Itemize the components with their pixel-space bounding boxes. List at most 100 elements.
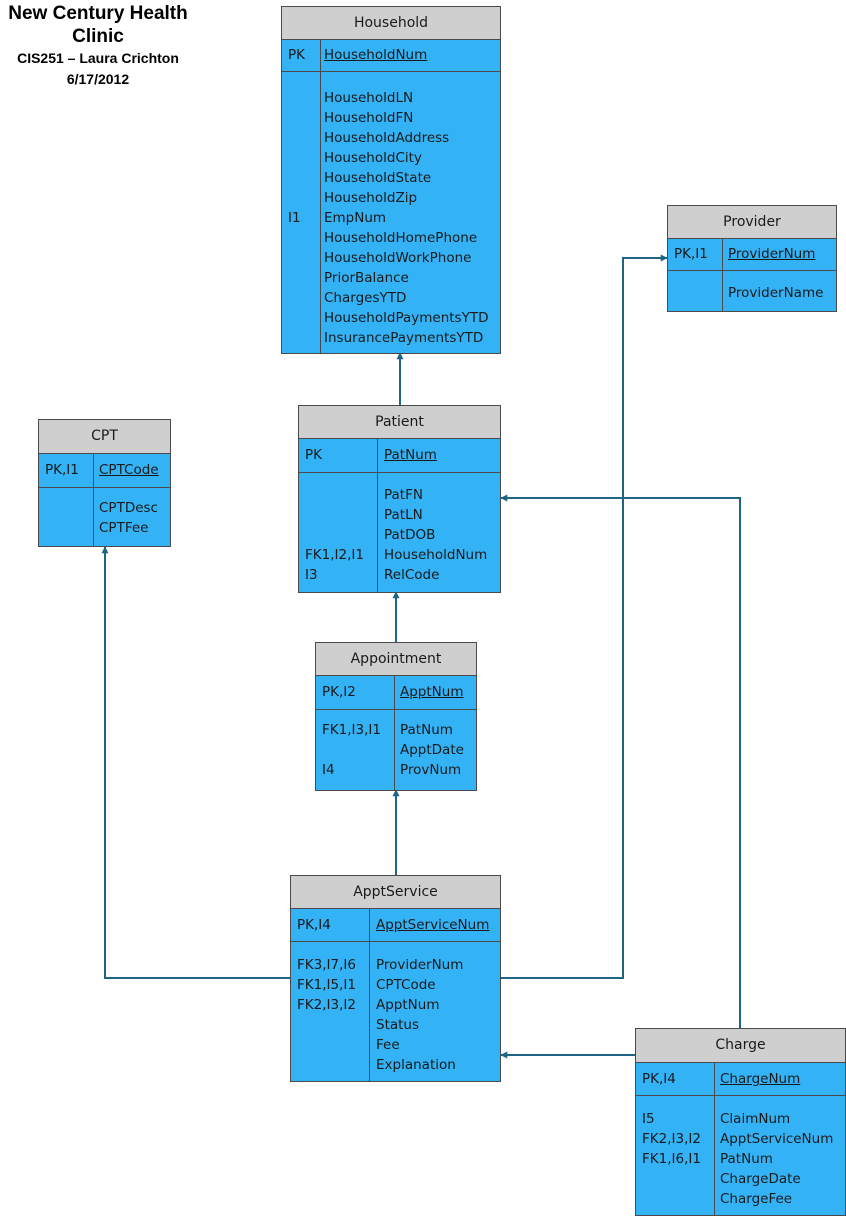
attribute: HouseholdHomePhone	[324, 230, 478, 246]
key-label	[288, 268, 301, 288]
key-column: I1	[288, 88, 301, 348]
key-label	[305, 485, 364, 505]
attribute-section: ProviderName	[668, 271, 836, 311]
column-divider	[320, 40, 321, 71]
attribute: HouseholdAddress	[324, 130, 450, 146]
attribute: PatNum	[720, 1151, 773, 1167]
attribute: Status	[376, 1017, 420, 1033]
attribute: HouseholdState	[324, 170, 432, 186]
key-label: FK1,I2,I1	[305, 547, 364, 563]
diagram-header: New Century Health Clinic CIS251 – Laura…	[0, 2, 196, 90]
key-label	[288, 308, 301, 328]
attribute: ApptNum	[376, 997, 440, 1013]
entity-title: ApptService	[291, 876, 500, 909]
column-divider	[369, 942, 370, 1081]
key-label: FK1,I5,I1	[297, 977, 356, 993]
pk-key-label: PK,I4	[297, 917, 331, 933]
attribute: ProviderNum	[376, 957, 464, 973]
entity-title: Charge	[636, 1029, 845, 1063]
attribute: ChargeFee	[720, 1191, 793, 1207]
key-label	[288, 228, 301, 248]
attribute: ChargesYTD	[324, 290, 407, 306]
pk-attribute: HouseholdNum	[324, 47, 428, 63]
attribute: InsurancePaymentsYTD	[324, 330, 484, 346]
attribute: CPTDesc	[99, 500, 158, 516]
key-label: I5	[642, 1111, 655, 1127]
attribute: HouseholdCity	[324, 150, 422, 166]
key-label: I3	[305, 567, 318, 583]
attribute: HouseholdFN	[324, 110, 414, 126]
column-divider	[93, 454, 94, 487]
key-label	[305, 525, 364, 545]
subtitle: CIS251 – Laura Crichton	[17, 50, 179, 66]
primary-key-section: PK,I1 CPTCode	[39, 454, 170, 488]
attribute: ApptServiceNum	[720, 1131, 834, 1147]
attribute: HouseholdZip	[324, 190, 418, 206]
entity-title: CPT	[39, 420, 170, 454]
column-divider	[394, 676, 395, 709]
key-label: I1	[288, 210, 301, 226]
key-label	[297, 1015, 356, 1035]
link-charge-patient	[500, 494, 741, 1029]
attribute: ProviderName	[728, 285, 824, 301]
key-label	[288, 328, 301, 348]
attribute: HouseholdLN	[324, 90, 414, 106]
attribute: HouseholdNum	[384, 547, 488, 563]
attribute: Fee	[376, 1037, 400, 1053]
key-label: FK2,I3,I2	[297, 997, 356, 1013]
pk-key-label: PK,I2	[322, 684, 356, 700]
attribute: HouseholdPaymentsYTD	[324, 310, 489, 326]
primary-key-section: PK,I2 ApptNum	[316, 676, 476, 710]
title-line-2: Clinic	[72, 26, 124, 47]
attribute: CPTFee	[99, 520, 149, 536]
column-divider	[369, 909, 370, 941]
pk-attribute: ProviderNum	[728, 246, 816, 262]
attribute: ProvNum	[400, 762, 462, 778]
key-label	[288, 288, 301, 308]
attribute: PriorBalance	[324, 270, 409, 286]
link-apptservice-provider	[501, 254, 668, 979]
title-line-1: New Century Health	[8, 3, 188, 24]
pk-attribute: ApptNum	[400, 684, 464, 700]
attribute: ChargeDate	[720, 1171, 801, 1187]
attribute: Explanation	[376, 1057, 456, 1073]
pk-attribute: CPTCode	[99, 462, 159, 478]
key-label	[288, 128, 301, 148]
attribute: PatLN	[384, 507, 423, 523]
column-divider	[714, 1096, 715, 1215]
key-label	[288, 168, 301, 188]
column-divider	[714, 1063, 715, 1095]
pk-attribute: ChargeNum	[720, 1071, 801, 1087]
entity-title: Patient	[299, 406, 500, 439]
pk-attribute: ApptServiceNum	[376, 917, 490, 933]
column-divider	[722, 239, 723, 270]
attribute: PatDOB	[384, 527, 436, 543]
column-divider	[377, 439, 378, 472]
key-label: FK1,I6,I1	[642, 1151, 701, 1167]
attribute: CPTCode	[376, 977, 436, 993]
column-divider	[377, 473, 378, 592]
attribute: ApptDate	[400, 742, 464, 758]
pk-key-label: PK,I1	[45, 462, 79, 478]
